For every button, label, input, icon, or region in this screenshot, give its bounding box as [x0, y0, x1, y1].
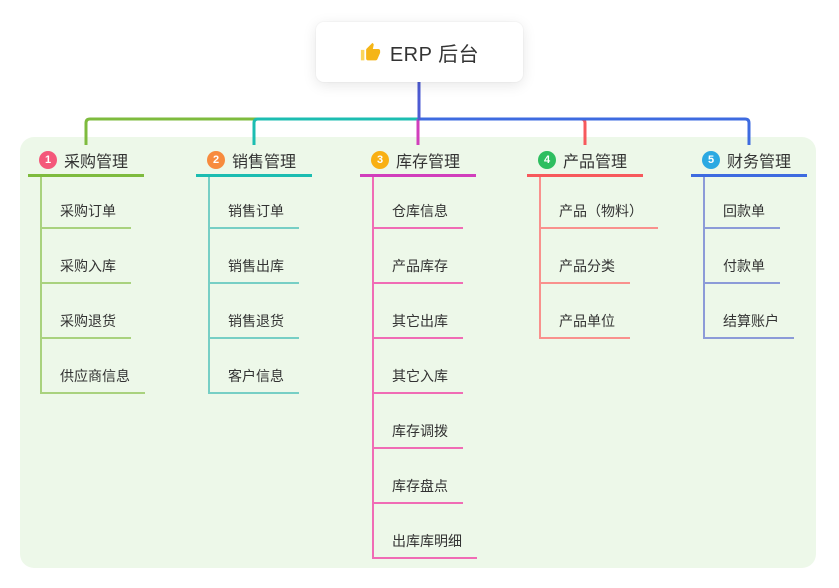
branch-children-5: 回款单付款单结算账户	[703, 177, 794, 339]
branch-node-4[interactable]: 4 产品管理	[527, 146, 643, 177]
child-node[interactable]: 付款单	[705, 229, 780, 284]
child-node[interactable]: 库存调拨	[374, 394, 463, 449]
child-node-label: 仓库信息	[392, 203, 448, 219]
child-node[interactable]: 采购入库	[42, 229, 131, 284]
child-node[interactable]: 库存盘点	[374, 449, 463, 504]
child-node[interactable]: 产品（物料）	[541, 177, 658, 229]
mindmap-panel	[20, 137, 816, 568]
child-node[interactable]: 出库库明细	[374, 504, 477, 559]
branch-title-2: 销售管理	[232, 154, 297, 171]
branch-badge-4: 4	[538, 151, 556, 169]
child-node-label: 其它出库	[392, 313, 448, 329]
child-node[interactable]: 客户信息	[210, 339, 299, 394]
child-node-label: 产品单位	[559, 313, 615, 329]
child-node[interactable]: 供应商信息	[42, 339, 145, 394]
child-node[interactable]: 回款单	[705, 177, 780, 229]
branch-node-3[interactable]: 3 库存管理	[360, 146, 476, 177]
child-node-label: 客户信息	[228, 368, 284, 384]
child-node-label: 回款单	[723, 203, 765, 219]
child-node[interactable]: 销售出库	[210, 229, 299, 284]
branch-children-1: 采购订单采购入库采购退货供应商信息	[40, 177, 145, 394]
branch-badge-1: 1	[39, 151, 57, 169]
child-node-label: 采购订单	[60, 203, 116, 219]
child-node[interactable]: 其它出库	[374, 284, 463, 339]
root-node-label: ERP 后台	[389, 43, 480, 66]
branch-node-1[interactable]: 1 采购管理	[28, 146, 144, 177]
child-node[interactable]: 产品单位	[541, 284, 630, 339]
child-node-label: 销售出库	[228, 258, 284, 274]
child-node[interactable]: 产品分类	[541, 229, 630, 284]
child-node-label: 产品库存	[392, 258, 448, 274]
child-node-label: 库存盘点	[392, 478, 448, 494]
branch-badge-3: 3	[371, 151, 389, 169]
child-node-label: 销售退货	[228, 313, 284, 329]
child-node-label: 其它入库	[392, 368, 448, 384]
child-node[interactable]: 销售退货	[210, 284, 299, 339]
child-node[interactable]: 产品库存	[374, 229, 463, 284]
branch-title-3: 库存管理	[396, 154, 461, 171]
child-node-label: 采购入库	[60, 258, 116, 274]
child-node-label: 销售订单	[228, 203, 284, 219]
branch-title-5: 财务管理	[727, 154, 792, 171]
child-node[interactable]: 销售订单	[210, 177, 299, 229]
branch-node-2[interactable]: 2 销售管理	[196, 146, 312, 177]
child-node[interactable]: 结算账户	[705, 284, 794, 339]
child-node-label: 出库库明细	[392, 533, 462, 549]
branch-children-3: 仓库信息产品库存其它出库其它入库库存调拨库存盘点出库库明细	[372, 177, 477, 559]
branch-title-1: 采购管理	[64, 154, 129, 171]
thumbs-up-icon	[360, 42, 380, 60]
child-node-label: 结算账户	[723, 313, 779, 329]
root-node[interactable]: ERP 后台	[316, 22, 523, 82]
child-node[interactable]: 采购订单	[42, 177, 131, 229]
child-node-label: 付款单	[723, 258, 765, 274]
branch-children-4: 产品（物料） 产品分类产品单位	[539, 177, 658, 339]
child-node-label: 采购退货	[60, 313, 116, 329]
child-node[interactable]: 仓库信息	[374, 177, 463, 229]
branch-badge-5: 5	[702, 151, 720, 169]
branch-node-5[interactable]: 5 财务管理	[691, 146, 807, 177]
child-node[interactable]: 采购退货	[42, 284, 131, 339]
branch-badge-2: 2	[207, 151, 225, 169]
child-node-label: 库存调拨	[392, 423, 448, 439]
child-node[interactable]: 其它入库	[374, 339, 463, 394]
branch-children-2: 销售订单销售出库销售退货客户信息	[208, 177, 299, 394]
child-node-label: 产品分类	[559, 258, 615, 274]
child-node-label: 产品（物料）	[559, 203, 643, 219]
child-node-label: 供应商信息	[60, 368, 130, 384]
branch-title-4: 产品管理	[563, 154, 628, 171]
